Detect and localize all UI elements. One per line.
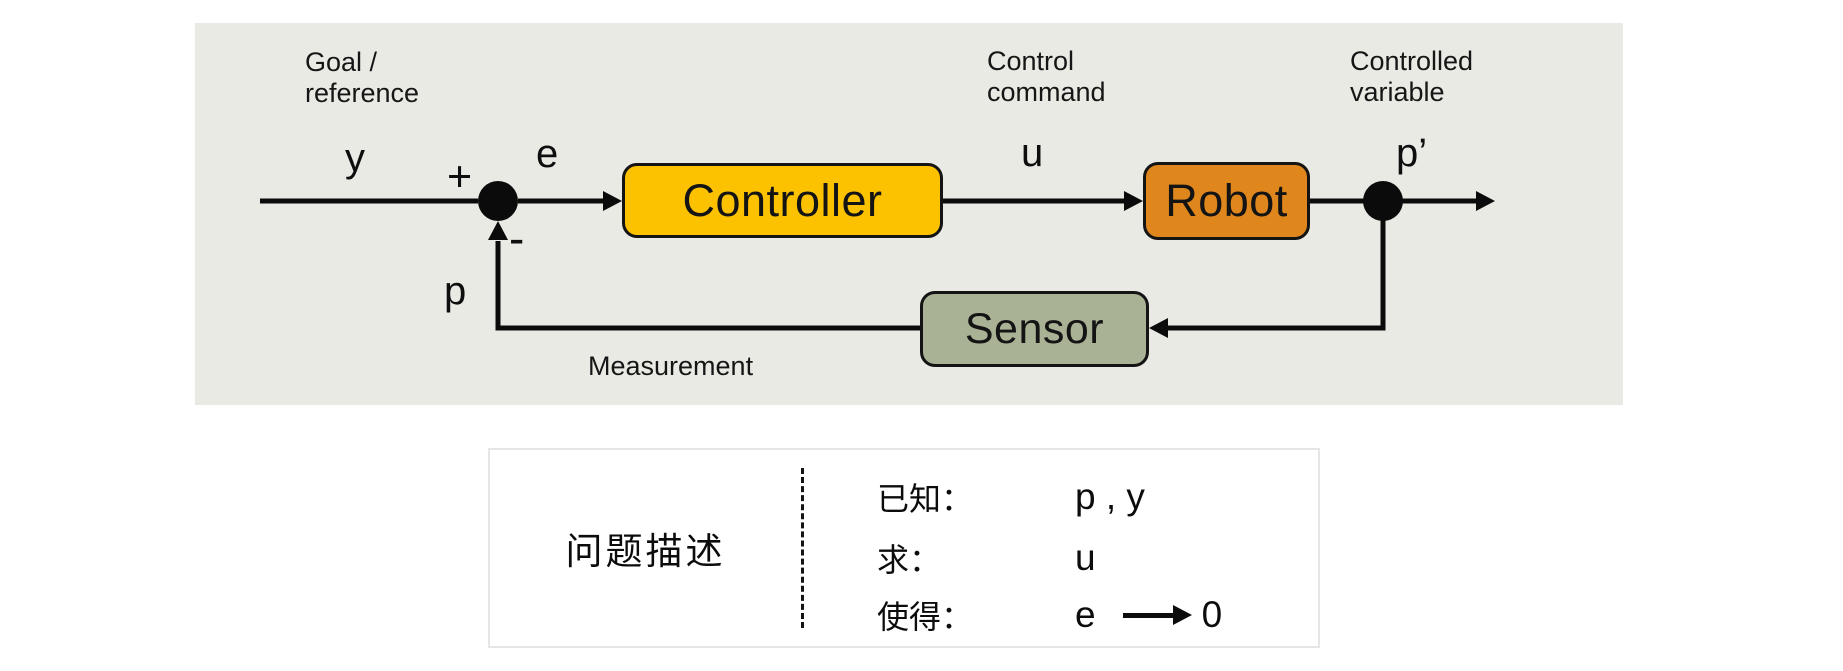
controlled-variable-annotation: Controlled variable: [1350, 46, 1474, 107]
right-arrow-head-icon: [1172, 605, 1192, 625]
goal-reference-annotation: Goal / reference: [305, 47, 420, 108]
problem-row-find: 求： u: [877, 536, 1096, 580]
arrowhead-into-robot: [1124, 191, 1143, 211]
measurement-annotation: Measurement: [588, 351, 754, 381]
right-arrow-icon: [1122, 612, 1173, 618]
problem-row-such-that: 使得： e 0: [877, 593, 1222, 637]
arrowhead-output: [1476, 191, 1495, 211]
minus-sign: -: [509, 212, 525, 264]
problem-description-box: 问题描述 已知： p , y 求： u 使得： e 0: [488, 448, 1320, 648]
such-that-value: e 0: [1075, 594, 1222, 636]
branch-junction-dot: [1363, 181, 1403, 221]
sensor-label: Sensor: [964, 304, 1105, 353]
such-that-label: 使得：: [877, 599, 974, 635]
feedback-line-left: [495, 241, 920, 331]
control-command-annotation: Control command: [987, 46, 1106, 107]
problem-title: 问题描述: [565, 531, 726, 572]
known-label: 已知：: [877, 481, 974, 517]
arrowhead-into-junction: [488, 221, 508, 240]
such-that-value-e: e: [1075, 594, 1096, 635]
signal-u: u: [1021, 131, 1044, 175]
signal-y: y: [345, 136, 365, 180]
robot-block: Robot: [1143, 162, 1310, 240]
find-value: u: [1075, 537, 1096, 578]
signal-p-prime: p’: [1396, 131, 1428, 175]
signal-e: e: [536, 132, 559, 176]
find-label: 求：: [877, 542, 942, 578]
problem-row-known: 已知： p , y: [877, 475, 1145, 519]
control-loop-panel: Controller Robot Sensor Goal / reference…: [195, 23, 1623, 405]
flow-lines: [260, 181, 1495, 338]
arrowhead-into-controller: [603, 191, 622, 211]
sensor-block: Sensor: [920, 291, 1149, 367]
robot-label: Robot: [1165, 175, 1288, 226]
controller-block: Controller: [622, 163, 943, 238]
controller-label: Controller: [682, 174, 883, 226]
dashed-divider: [801, 468, 804, 628]
plus-sign: +: [447, 153, 473, 201]
summing-junction-dot: [478, 181, 518, 221]
arrowhead-into-sensor: [1149, 318, 1168, 338]
signal-p: p: [444, 269, 467, 313]
such-that-value-zero: 0: [1201, 594, 1223, 635]
feedback-line-right: [1168, 201, 1386, 331]
known-value: p , y: [1075, 476, 1145, 517]
